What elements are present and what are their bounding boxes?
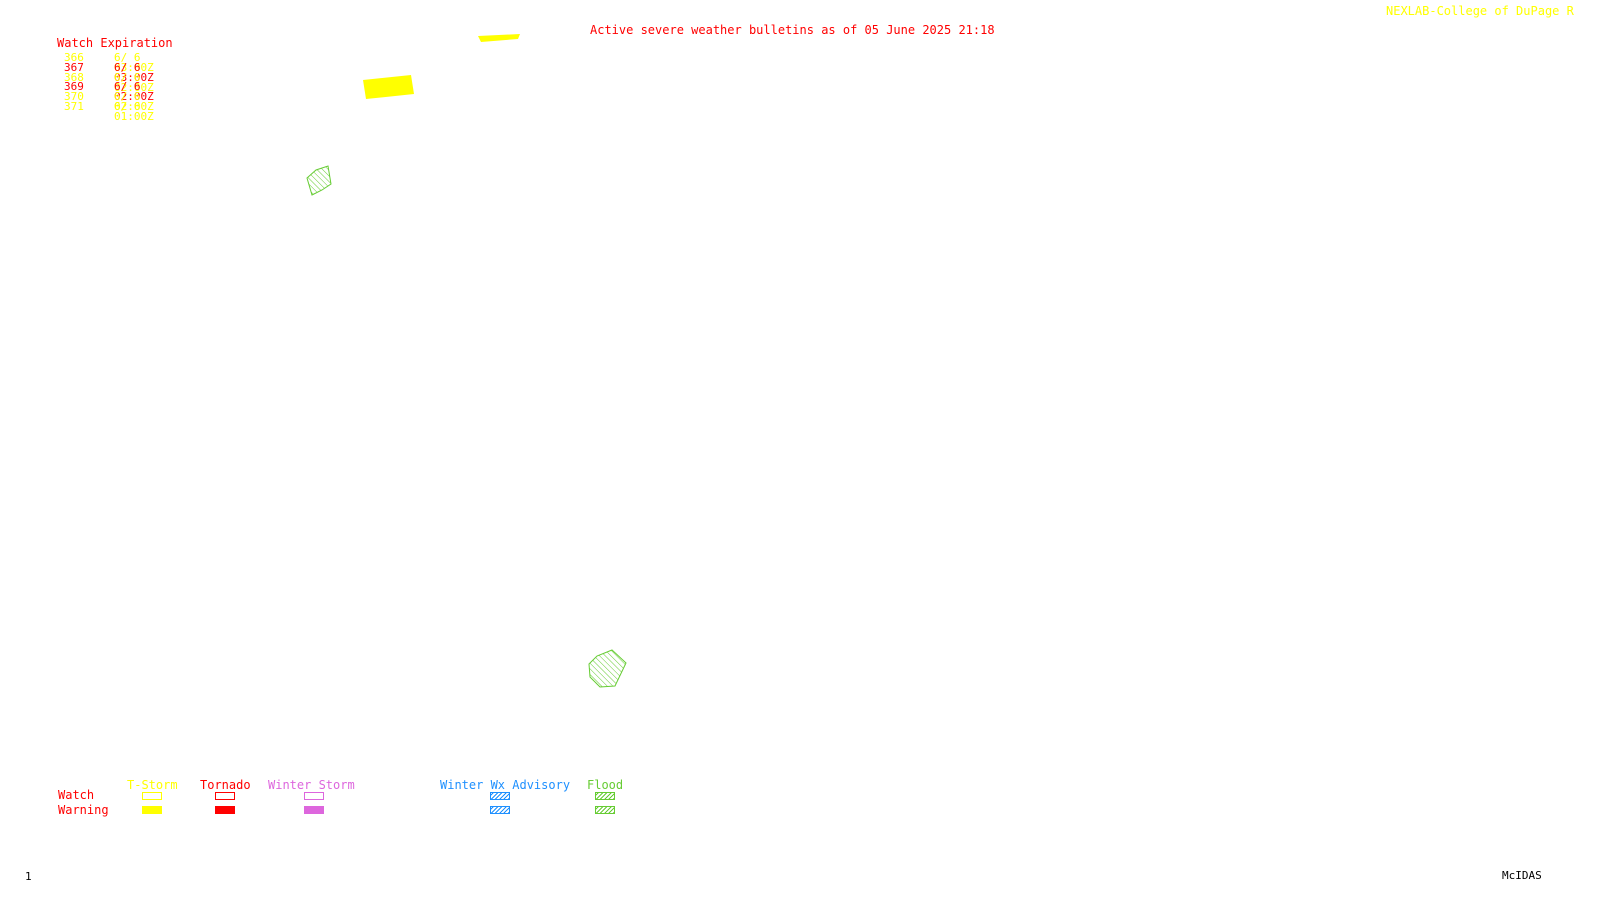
- credit-label: NEXLAB-College of DuPage R: [1386, 4, 1574, 18]
- legend-warning-swatch-t-storm: [142, 806, 162, 814]
- legend-warning-swatch-flood: [595, 806, 615, 814]
- watch-number: 366: [64, 51, 84, 64]
- legend-warning-swatch-winter-storm: [304, 806, 324, 814]
- legend-watch-label: Watch: [58, 788, 95, 802]
- watch-expiration-time: 6/ 6 02:00Z: [114, 90, 154, 114]
- watch-number: 370: [64, 90, 84, 104]
- flood-warning-polygon-large: [588, 649, 627, 688]
- legend-watch-swatch-tornado: [215, 792, 235, 800]
- tstorm-warning-polygon-top: [478, 34, 520, 42]
- watch-expiration-time: 6/ 6 02:00Z: [114, 70, 154, 94]
- watch-expiration-time: 6/ 6 01:00Z: [114, 100, 154, 123]
- legend-label-tornado: Tornado: [200, 778, 251, 792]
- watch-number: 369: [64, 80, 84, 94]
- legend-warning-label: Warning: [58, 803, 109, 817]
- watch-number: 368: [64, 70, 84, 84]
- watch-expiration-time: 6/ 6 03:00Z: [114, 60, 154, 84]
- legend-watch-swatch-t-storm: [142, 792, 162, 800]
- flood-warning-polygon-small: [306, 165, 332, 196]
- legend-label-winter-wx-advisory: Winter Wx Advisory: [440, 778, 571, 792]
- legend-watch-swatch-flood: [595, 792, 615, 800]
- frame-number: 1: [25, 870, 32, 883]
- legend-watch-swatch-winter-storm: [304, 792, 324, 800]
- watch-number: 371: [64, 100, 84, 113]
- legend-label-flood: Flood: [587, 778, 624, 792]
- legend-warning-swatch-winter-wx-advisory: [490, 806, 510, 814]
- watch-expiration-time: 6/ 6 02:00Z: [114, 80, 154, 104]
- bulletin-title: Active severe weather bulletins as of 05…: [590, 23, 995, 37]
- legend-watch-swatch-winter-wx-advisory: [490, 792, 510, 800]
- watch-expiration-time: 6/ 6 03:00Z: [114, 51, 154, 74]
- legend-label-t-storm: T-Storm: [127, 778, 178, 792]
- software-label: McIDAS: [1502, 869, 1542, 882]
- watch-expiration-heading: Watch Expiration: [57, 36, 173, 50]
- legend-warning-swatch-tornado: [215, 806, 235, 814]
- tstorm-warning-polygon-box: [363, 75, 414, 99]
- legend-label-winter-storm: Winter Storm: [268, 778, 355, 792]
- watch-number: 367: [64, 60, 84, 74]
